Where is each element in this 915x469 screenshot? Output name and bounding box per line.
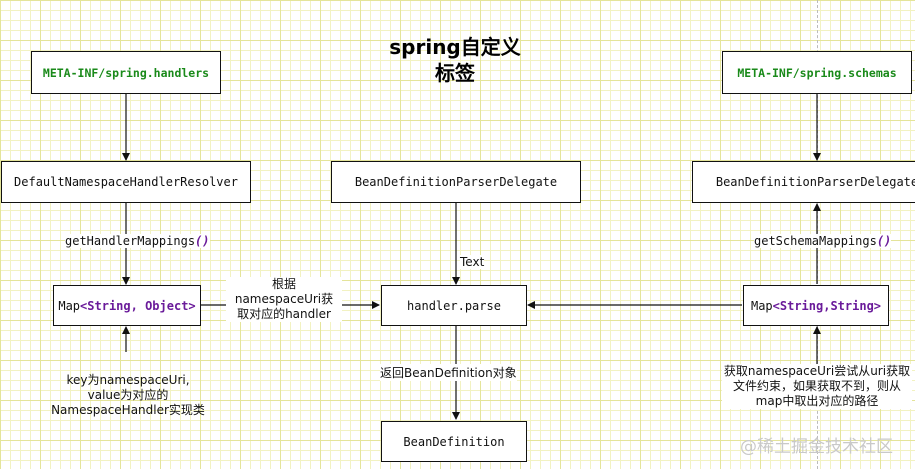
- handler-map-type: Map: [58, 298, 81, 313]
- lookup-handler-label: 根据 namespaceUri获 取对应的handler: [226, 277, 342, 322]
- return-bean-definition-label: 返回BeanDefinition对象: [380, 364, 517, 381]
- schema-map-type: Map: [750, 298, 773, 313]
- diagram-title-line1: spring自定义: [389, 35, 521, 59]
- lookup-handler-line2: namespaceUri获: [234, 292, 334, 306]
- namespace-handler-resolver-box: DefaultNamespaceHandlerResolver: [1, 161, 251, 203]
- schema-map-note: 获取namespaceUri尝试从uri获取 文件约束，如果获取不到，则从 ma…: [722, 364, 912, 409]
- lookup-handler-line3: 取对应的handler: [237, 307, 331, 321]
- spring-handlers-box: META-INF/spring.handlers: [31, 51, 221, 94]
- handler-map-generic: <String, Object>: [80, 298, 196, 313]
- spring-schemas-box: META-INF/spring.schemas: [722, 51, 912, 94]
- schema-map-note-line1: 获取namespaceUri尝试从uri获取: [723, 364, 911, 378]
- text-edge-label: Text: [460, 255, 485, 269]
- schema-map-box: Map<String,String>: [743, 285, 889, 326]
- watermark: @稀土掘金技术社区: [740, 437, 893, 457]
- schema-map-note-line3: map中取出对应的路径: [755, 394, 879, 408]
- bean-definition-box: BeanDefinition: [381, 421, 527, 462]
- get-handler-mappings-text: getHandlerMappings: [65, 234, 196, 248]
- get-schema-mappings-text: getSchemaMappings: [754, 234, 877, 248]
- handler-map-note: key为namespaceUri, value为对应的 NamespaceHan…: [46, 373, 210, 418]
- handler-map-box: Map<String, Object>: [53, 285, 201, 326]
- get-handler-mappings-parens: (): [195, 234, 210, 248]
- lookup-handler-line1: 根据: [271, 277, 296, 291]
- handler-map-note-line2: value为对应的: [87, 388, 169, 402]
- schema-map-note-line2: 文件约束，如果获取不到，则从: [732, 379, 901, 393]
- diagram-title: spring自定义 标签: [360, 34, 550, 86]
- handler-map-note-line3: NamespaceHandler实现类: [51, 403, 205, 417]
- handler-map-note-line1: key为namespaceUri,: [66, 373, 190, 387]
- bean-definition-parser-delegate-box: BeanDefinitionParserDelegate: [331, 161, 581, 203]
- handler-parse-box: handler.parse: [381, 285, 527, 326]
- get-handler-mappings-label: getHandlerMappings(): [65, 234, 210, 248]
- schema-map-generic: <String,String>: [772, 298, 882, 313]
- get-schema-mappings-parens: (): [876, 234, 892, 248]
- diagram-title-line2: 标签: [435, 61, 475, 85]
- bean-definition-parser-delegate-right-box: BeanDefinitionParserDelegate: [692, 161, 915, 203]
- get-schema-mappings-label: getSchemaMappings(): [754, 234, 892, 248]
